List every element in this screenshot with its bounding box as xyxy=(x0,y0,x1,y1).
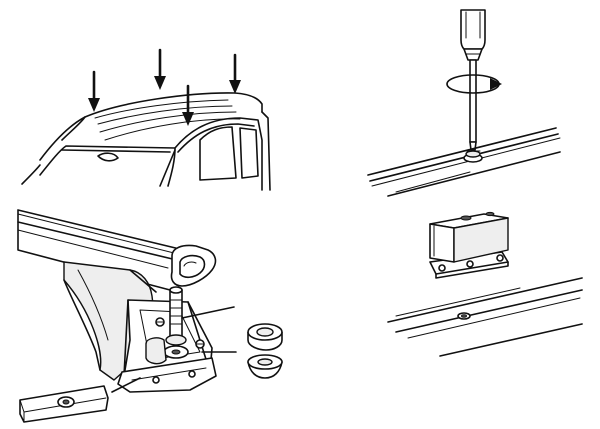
leader-lines xyxy=(111,306,237,393)
down-arrow-icon xyxy=(229,53,241,94)
cone-washer-icon xyxy=(247,354,283,379)
rotation-arrow-icon xyxy=(446,74,502,94)
car-body xyxy=(21,92,271,191)
down-arrow-icon xyxy=(182,84,194,126)
roof-rail-lower xyxy=(387,277,583,357)
car-roof-panel xyxy=(21,48,271,191)
foot-bracket xyxy=(63,261,217,393)
down-arrows xyxy=(88,48,241,126)
foot-pad-icon xyxy=(19,385,109,423)
mounting-block-panel xyxy=(387,211,583,357)
down-arrow-icon xyxy=(88,70,100,112)
roof-bar xyxy=(17,209,217,291)
screwdriver-rail-panel xyxy=(367,9,561,197)
roof-rail xyxy=(367,127,561,197)
rail-screw-icon xyxy=(463,150,483,163)
mounting-block-icon xyxy=(429,211,509,279)
screwdriver-icon xyxy=(460,9,486,151)
down-arrow-icon xyxy=(154,48,166,90)
roof-bar-foot-panel xyxy=(17,209,283,423)
rubber-washer-icon xyxy=(247,323,283,351)
